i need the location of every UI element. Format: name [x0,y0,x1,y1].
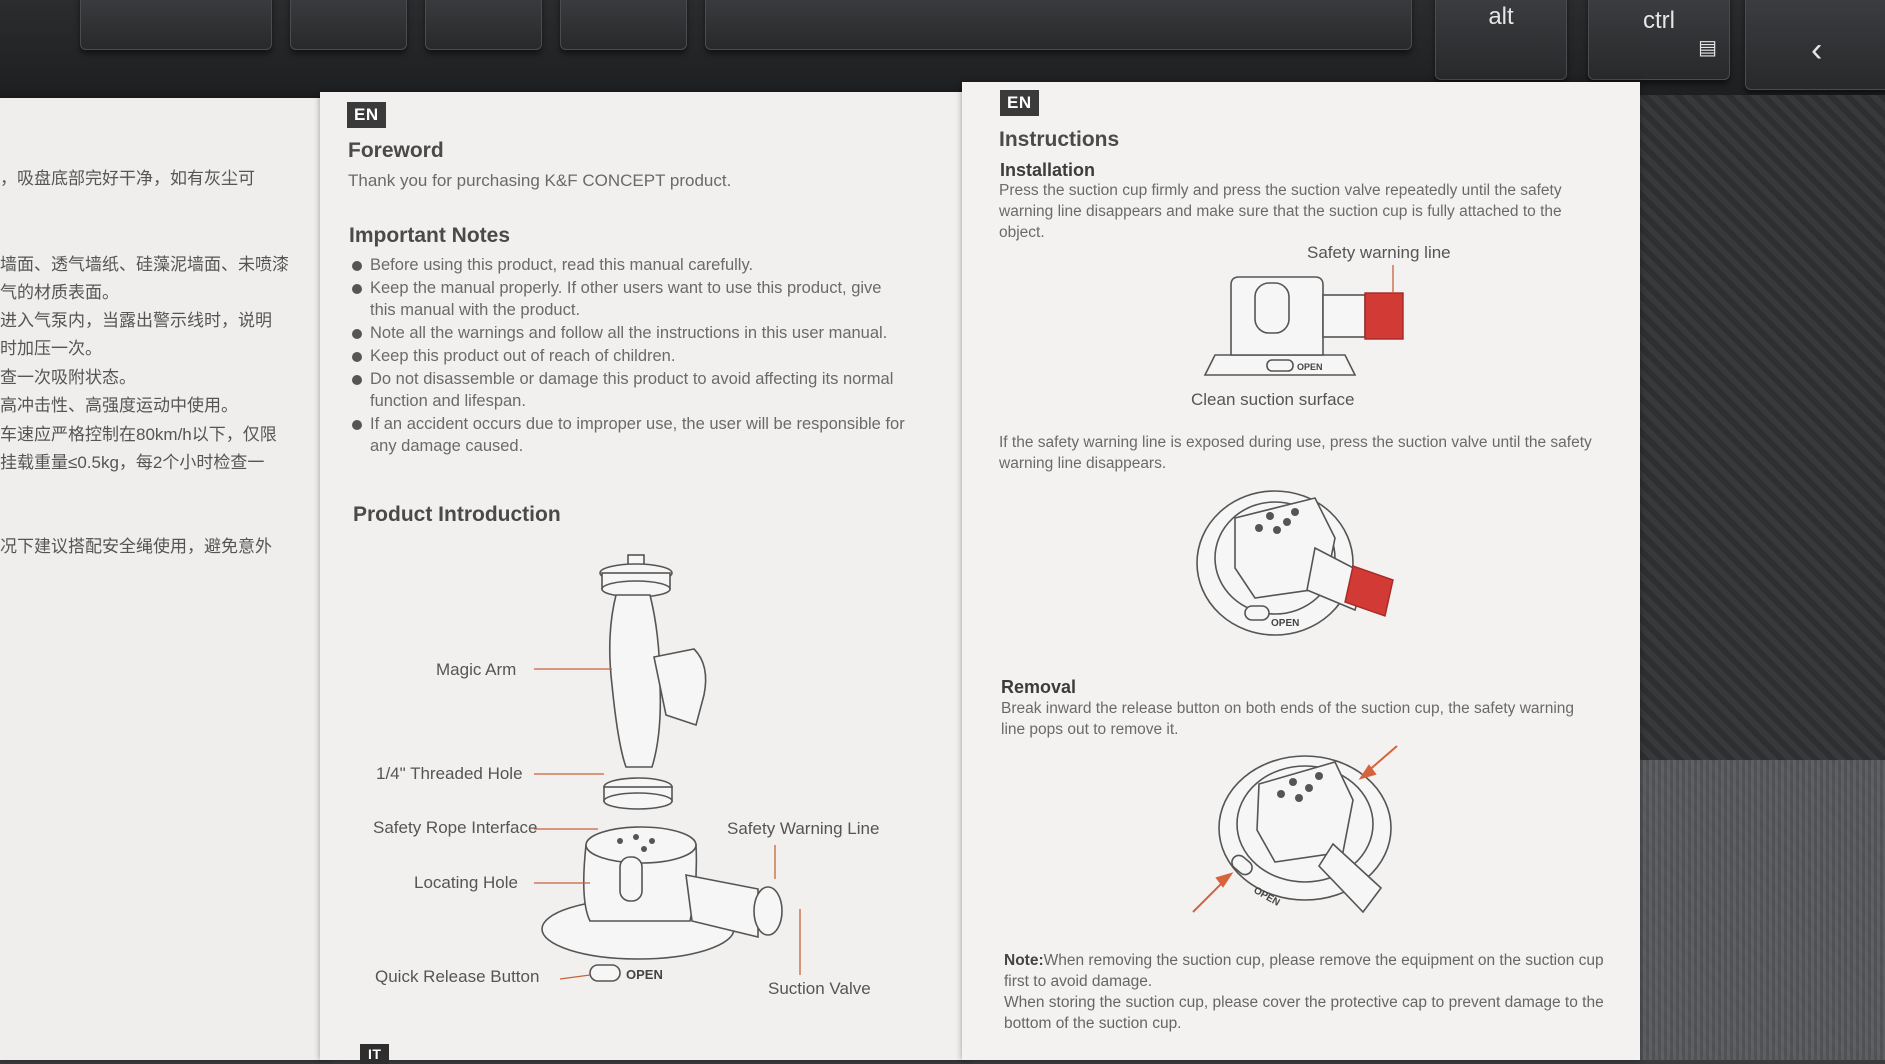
chinese-line: 挂载重量≤0.5kg，每2个小时检查一 [0,453,265,472]
keyboard-key [290,0,407,50]
exposed-warning-text: If the safety warning line is exposed du… [999,434,1592,472]
chinese-line: 时加压一次。 [0,339,102,358]
note-block: Note:When removing the suction cup, plea… [1004,950,1604,1034]
notes-list: Before using this product, read this man… [350,254,910,458]
quick-release-label: Quick Release Button [375,967,540,986]
chinese-line: 况下建议搭配安全绳使用，避免意外 [0,537,272,556]
chinese-line: ，吸盘底部完好干净，如有灰尘可 [0,169,255,188]
installation-text: Press the suction cup firmly and press t… [999,182,1562,241]
note-text-2: When storing the suction cup, please cov… [1004,994,1604,1032]
spacebar-key [705,0,1412,50]
warning-exposed-illustration: OPEN [1196,490,1394,636]
installation-illustration: OPEN [1203,265,1404,376]
note-item: Keep the manual properly. If other users… [350,277,910,321]
clean-surface-label: Clean suction surface [1191,390,1355,409]
locating-hole-label: Locating Hole [414,873,518,892]
safety-warning-line-label: Safety warning line [1307,243,1451,262]
keyboard-key [425,0,542,50]
mount-illustration: OPEN [534,554,801,982]
alt-key: alt [1435,0,1567,80]
ctrl-key: ctrl ▤ [1588,0,1730,80]
note-label: Note: [1004,952,1044,969]
language-badge: EN [347,102,386,128]
open-marking: OPEN [1271,618,1299,629]
removal-illustration: OPEN [1192,745,1398,914]
menu-icon: ▤ [1698,37,1717,59]
notes-title: Important Notes [349,224,511,247]
chinese-line: 进入气泵内，当露出警示线时，说明 [0,311,272,330]
keyboard-key [80,0,272,50]
note-item: Note all the warnings and follow all the… [350,322,910,344]
keyboard-key [560,0,687,50]
note-text-1: When removing the suction cup, please re… [1004,952,1604,990]
installation-title: Installation [1000,160,1096,180]
alt-key-label: alt [1488,3,1514,30]
ctrl-key-label: ctrl [1643,7,1675,34]
left-arrow-key: ‹ [1745,0,1885,90]
chinese-line: 高冲击性、高强度运动中使用。 [0,396,238,415]
suction-valve-label: Suction Valve [768,979,871,998]
note-item: Before using this product, read this man… [350,254,910,276]
chinese-line: 气的材质表面。 [0,283,119,302]
chevron-left-icon: ‹ [1811,31,1823,69]
warning-line-label: Safety Warning Line [727,819,880,838]
chinese-line: 查一次吸附状态。 [0,368,136,387]
threaded-hole-label: 1/4" Threaded Hole [376,764,523,783]
note-item: Do not disassemble or damage this produc… [350,368,910,412]
note-item: If an accident occurs due to improper us… [350,413,910,457]
rope-interface-label: Safety Rope Interface [373,818,538,837]
language-badge-italian: IT [360,1044,390,1064]
chinese-line: 车速应严格控制在80km/h以下，仅限 [0,425,277,444]
chinese-line: 墙面、透气墙纸、硅藻泥墙面、未喷漆 [0,255,289,274]
product-intro-title: Product Introduction [353,503,561,526]
magic-arm-label: Magic Arm [436,660,517,679]
foreword-text: Thank you for purchasing K&F CONCEPT pro… [348,171,732,190]
instructions-title: Instructions [999,128,1120,151]
note-item: Keep this product out of reach of childr… [350,345,910,367]
foreword-title: Foreword [348,139,444,162]
fabric-surface [1640,760,1885,1060]
open-marking: OPEN [626,967,663,982]
chinese-manual-page [0,98,330,1060]
open-marking: OPEN [1297,362,1323,372]
removal-text: Break inward the release button on both … [1001,700,1575,738]
removal-title: Removal [1001,677,1077,697]
language-badge: EN [1000,90,1039,116]
keyboard: alt ctrl ▤ ‹ [0,0,1885,110]
